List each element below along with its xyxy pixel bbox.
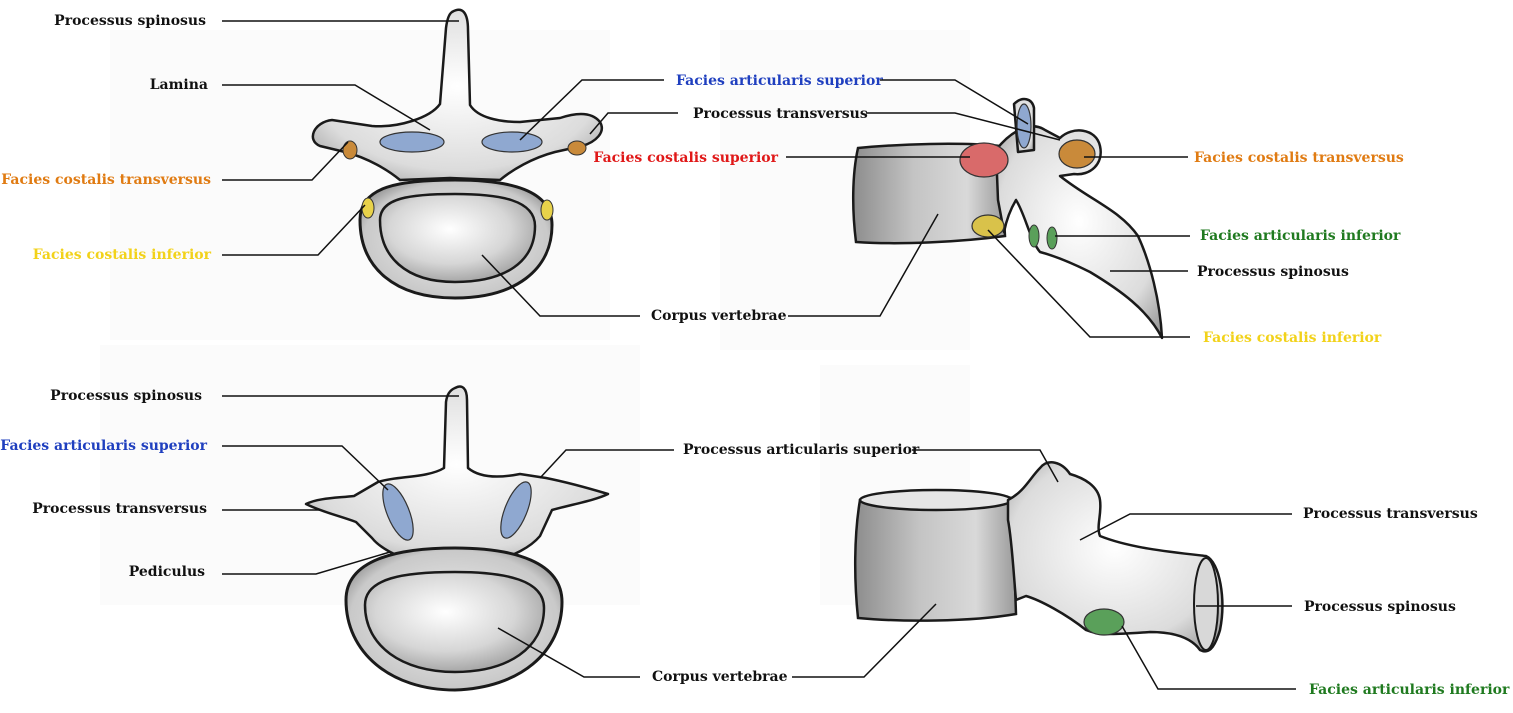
lumbar-vertebra-superior-view: Processus spinosus Facies articularis su… [0, 385, 920, 692]
leader-line [589, 112, 678, 135]
label-corpus-vertebrae: Corpus vertebrae [651, 308, 787, 324]
facet-articular-superior-left [379, 131, 445, 153]
label-lamina: Lamina [150, 77, 208, 93]
facet-articular-superior-left [382, 483, 414, 541]
facet-costal-transverse-left [342, 140, 358, 160]
leader-line [912, 449, 1059, 483]
leader-line [222, 445, 389, 491]
background-shade [110, 30, 610, 340]
leader-line [539, 449, 674, 479]
vertebral-body-inner [378, 192, 537, 284]
label-processus-transversus: Processus transversus [693, 106, 868, 122]
label-processus-transversus: Processus transversus [1303, 506, 1478, 522]
label-facies-costalis-transversus: Facies costalis transversus [1, 172, 211, 188]
vertebral-body-side [853, 493, 1018, 622]
leader-line [987, 229, 1190, 338]
spinous-process-tip [1193, 557, 1219, 651]
label-facies-articularis-superior: Facies articularis superior [676, 73, 883, 89]
leader-line [1079, 513, 1292, 541]
label-corpus-vertebrae: Corpus vertebrae [652, 669, 788, 685]
leader-line [222, 141, 349, 181]
label-processus-transversus: Processus transversus [32, 501, 207, 517]
posterior-arch-shape [994, 125, 1164, 340]
leader-line [481, 254, 640, 317]
label-pediculus: Pediculus [129, 564, 205, 580]
facet-costal-transverse [1058, 139, 1096, 169]
label-facies-articularis-inferior: Facies articularis inferior [1309, 682, 1510, 698]
leader-line [880, 79, 1029, 125]
label-processus-spinosus: Processus spinosus [1197, 264, 1349, 280]
facet-costal-transverse-right [567, 140, 587, 156]
leader-line [866, 112, 1061, 141]
facet-articular-superior-right [481, 131, 543, 153]
label-facies-costalis-inferior: Facies costalis inferior [1203, 330, 1382, 346]
thoracic-vertebra-lateral-view: Facies costalis superior Facies costalis… [593, 79, 1404, 346]
label-facies-articularis-inferior: Facies articularis inferior [1200, 228, 1401, 244]
facet-costal-inferior [971, 214, 1005, 238]
facet-articular-inferior-2 [1046, 226, 1058, 250]
leader-line [222, 84, 431, 131]
thoracic-vertebra-superior-view: Processus spinosus Lamina Facies costali… [1, 8, 883, 324]
leader-line [1121, 625, 1296, 690]
posterior-arch-shape [1006, 461, 1224, 653]
leader-line [788, 213, 939, 317]
label-processus-articularis-superior: Processus articularis superior [683, 442, 920, 458]
leader-line [497, 627, 640, 678]
label-facies-costalis-superior: Facies costalis superior [593, 150, 778, 166]
label-processus-spinosus: Processus spinosus [50, 388, 202, 404]
facet-costal-inferior-left [361, 197, 375, 219]
label-facies-articularis-superior: Facies articularis superior [0, 438, 207, 454]
facet-costal-superior [959, 142, 1009, 178]
vertebral-body-inner [363, 570, 546, 674]
facet-costal-inferior-right [540, 199, 554, 221]
label-facies-costalis-inferior: Facies costalis inferior [33, 247, 212, 263]
facet-articular-inferior-1 [1028, 224, 1040, 248]
leader-line [519, 79, 664, 141]
label-processus-spinosus: Processus spinosus [1304, 599, 1456, 615]
label-facies-costalis-transversus: Facies costalis transversus [1194, 150, 1404, 166]
leader-line [222, 204, 366, 256]
leader-line [222, 551, 391, 575]
facet-articular-superior-right [500, 481, 532, 539]
vertebral-body-top-rim [858, 488, 1014, 512]
facet-articular-superior [1016, 103, 1032, 149]
label-processus-spinosus: Processus spinosus [54, 13, 206, 29]
leader-line [792, 603, 937, 678]
facet-articular-inferior [1083, 608, 1125, 636]
lumbar-vertebra-lateral-view: Processus transversus Processus spinosus… [792, 449, 1510, 698]
